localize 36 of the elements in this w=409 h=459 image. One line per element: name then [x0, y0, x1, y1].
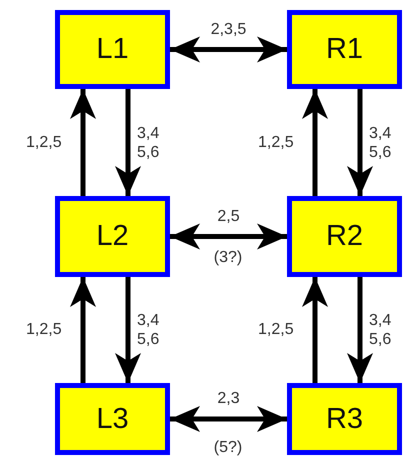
edge-label: 3,4 5,6: [368, 124, 392, 162]
state-label: L2: [96, 220, 129, 253]
arrow: [302, 277, 328, 383]
arrow: [170, 36, 287, 62]
state-box: [55, 383, 170, 455]
state-label: R2: [326, 220, 364, 253]
state-box: [55, 10, 170, 89]
edge-label: 3,4 5,6: [136, 311, 160, 349]
edge-label: 1,2,5: [257, 320, 295, 339]
state-box: [287, 10, 402, 89]
arrow: [70, 277, 96, 383]
state-label: L1: [96, 33, 129, 66]
note-label: (5?): [212, 438, 244, 457]
arrow: [302, 89, 328, 196]
state-box: [287, 196, 402, 277]
arrow: [115, 277, 141, 383]
edge-label: 2,3: [216, 389, 241, 408]
edge-label: 3,4 5,6: [136, 124, 160, 162]
edge-label: 1,2,5: [25, 132, 63, 152]
arrow: [115, 89, 141, 196]
arrow: [347, 277, 373, 383]
edge-label: 3,4 5,6: [368, 311, 392, 349]
edge-label: 2,5: [216, 206, 241, 226]
state-box: [55, 196, 170, 277]
note-label: (3?): [212, 248, 244, 267]
arrow: [170, 406, 287, 432]
state-label: R1: [326, 33, 364, 66]
state-box: [287, 383, 402, 455]
state-label: R3: [326, 402, 364, 436]
edge-label: 2,3,5: [210, 20, 248, 38]
state-label: L3: [96, 402, 129, 436]
edge-label: 1,2,5: [25, 320, 63, 339]
arrow: [70, 89, 96, 196]
arrow: [170, 224, 287, 250]
edge-label: 1,2,5: [257, 132, 295, 152]
arrow: [347, 89, 373, 196]
